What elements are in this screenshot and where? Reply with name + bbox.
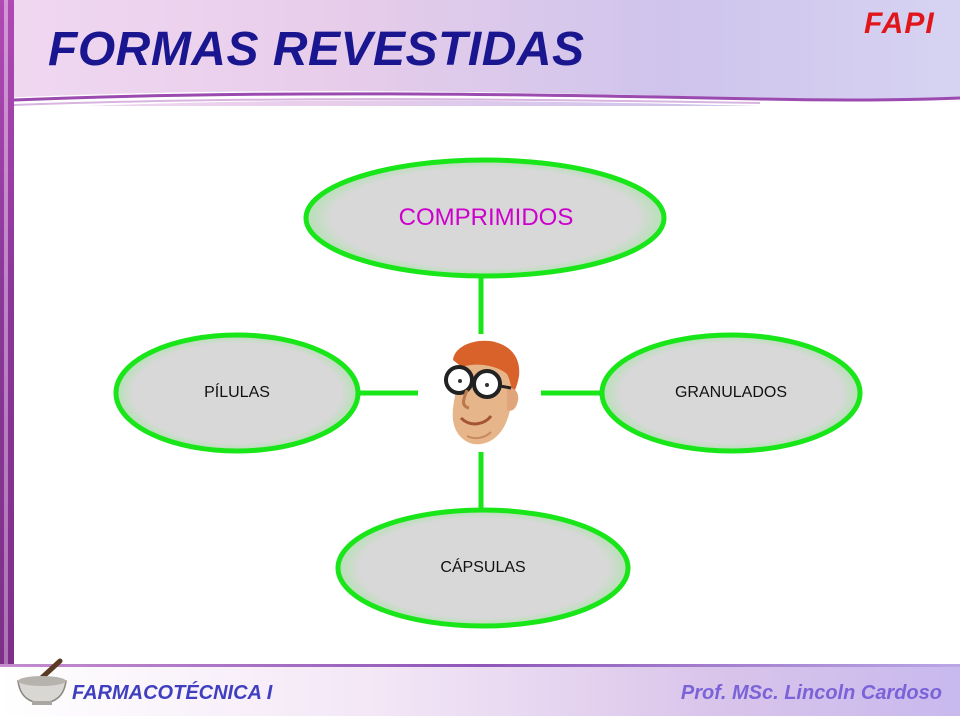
header-band [0, 0, 960, 106]
fapi-logo: FAPI [864, 6, 946, 40]
node-comprimidos-oval [303, 157, 667, 279]
node-capsulas-oval [335, 507, 631, 629]
node-granulados-label: GRANULADOS [674, 384, 788, 401]
footer-divider [0, 664, 960, 667]
footer-professor-name: Prof. MSc. Lincoln Cardoso [680, 682, 942, 704]
node-pilulas-oval [113, 332, 361, 454]
header-wave-divider [0, 91, 960, 110]
node-comprimidos-label: COMPRIMIDOS [398, 204, 574, 231]
node-capsulas-label: CÁPSULAS [440, 559, 526, 576]
logo-text: FAPI [864, 7, 935, 40]
mortar-and-pestle-icon [17, 658, 67, 705]
node-pilulas-label: PÍLULAS [204, 384, 270, 401]
slide-title: FORMAS REVESTIDAS [48, 23, 585, 76]
left-accent-highlight [4, 0, 8, 716]
cartoon-face-with-glasses-icon [444, 340, 520, 445]
footer-band [0, 664, 960, 716]
left-accent-stripe [0, 0, 14, 716]
footer-course-name: FARMACOTÉCNICA I [72, 682, 273, 704]
node-granulados-oval [599, 332, 863, 454]
